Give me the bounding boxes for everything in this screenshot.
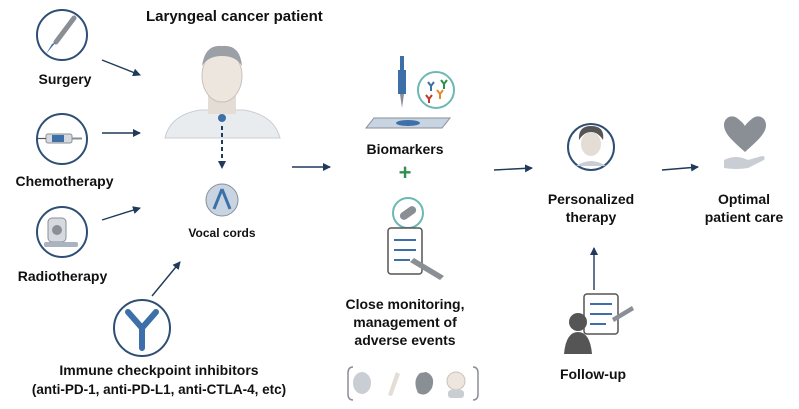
- radiotherapy-arrow: [101, 206, 141, 221]
- patient-bust-icon: [164, 45, 281, 139]
- scalpel-icon: [36, 9, 88, 61]
- monitoring-label-line1: Close monitoring,: [345, 296, 465, 312]
- pill-icon: [392, 197, 424, 229]
- vocal-cords-label: Vocal cords: [188, 226, 256, 240]
- clipboard-icon: [387, 227, 444, 280]
- immunotherapy-label: Immune checkpoint inhibitors: [59, 362, 259, 378]
- personalized-to-optimal-arrow: [661, 163, 699, 172]
- personalized-label-line2: therapy: [565, 209, 617, 225]
- chemotherapy-label: Chemotherapy: [15, 173, 114, 189]
- person-portrait-icon: [567, 123, 615, 171]
- syringe-icon: [36, 113, 88, 165]
- radiotherapy-machine-icon: [36, 206, 88, 258]
- monitoring-label-line2: management of: [353, 314, 457, 330]
- radiotherapy-label: Radiotherapy: [17, 268, 108, 284]
- adverse-events-panel: [347, 366, 479, 401]
- vocal-cords-icon: [205, 183, 239, 217]
- monitoring-label-line3: adverse events: [354, 332, 456, 348]
- follow-up-icon: [564, 293, 634, 354]
- personalized-label-line1: Personalized: [547, 191, 635, 207]
- antibodies-cluster-icon: [417, 71, 455, 109]
- optimal-label-line1: Optimal: [717, 191, 771, 207]
- plus-sign: +: [398, 160, 412, 185]
- biomarker-slide-icon: [364, 56, 452, 129]
- heart-hand-icon: [724, 116, 766, 169]
- antibody-icon: [113, 299, 171, 357]
- surgery-label: Surgery: [38, 71, 92, 87]
- optimal-label-line2: patient care: [704, 209, 784, 225]
- follow-up-label: Follow-up: [559, 366, 627, 382]
- surgery-arrow: [101, 59, 141, 77]
- biomarkers-label: Biomarkers: [366, 141, 444, 157]
- biomarkers-to-personalized-arrow: [493, 164, 533, 173]
- page-title: Laryngeal cancer patient: [146, 8, 323, 25]
- immunotherapy-arrow: [151, 261, 181, 297]
- immunotherapy-examples-label: (anti-PD-1, anti-PD-L1, anti-CTLA-4, etc…: [31, 382, 287, 397]
